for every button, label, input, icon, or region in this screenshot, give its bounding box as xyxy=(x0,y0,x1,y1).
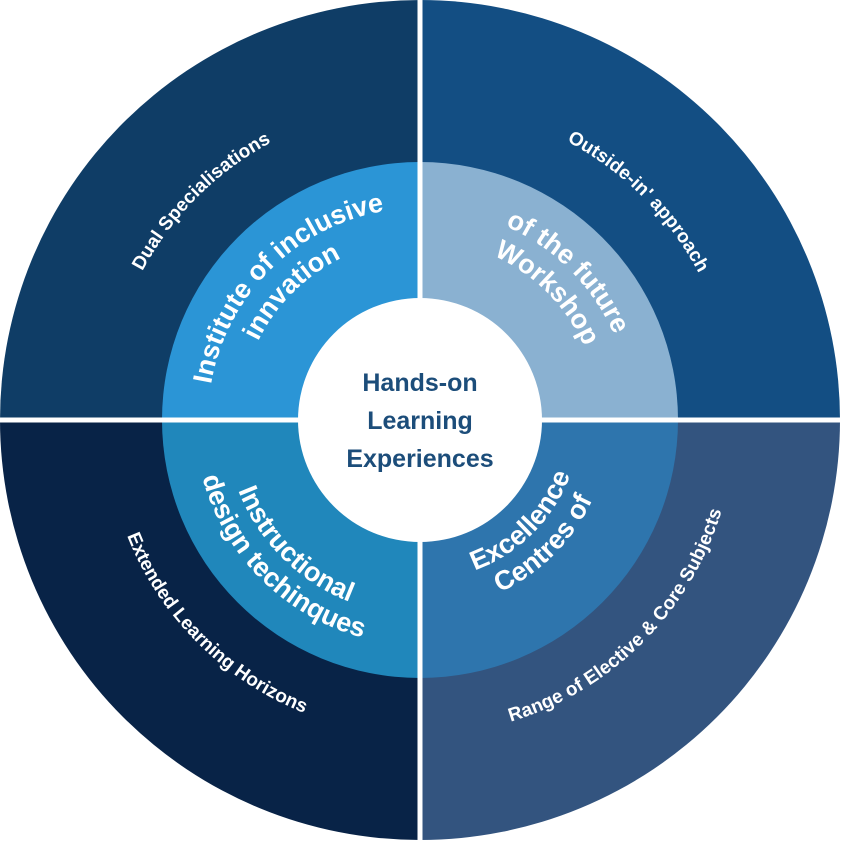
center-label-line-1: Hands-on xyxy=(362,369,477,397)
center-label-line-2: Learning xyxy=(367,407,473,435)
center-label-line-3: Experiences xyxy=(346,445,493,473)
center-hub xyxy=(298,298,542,542)
